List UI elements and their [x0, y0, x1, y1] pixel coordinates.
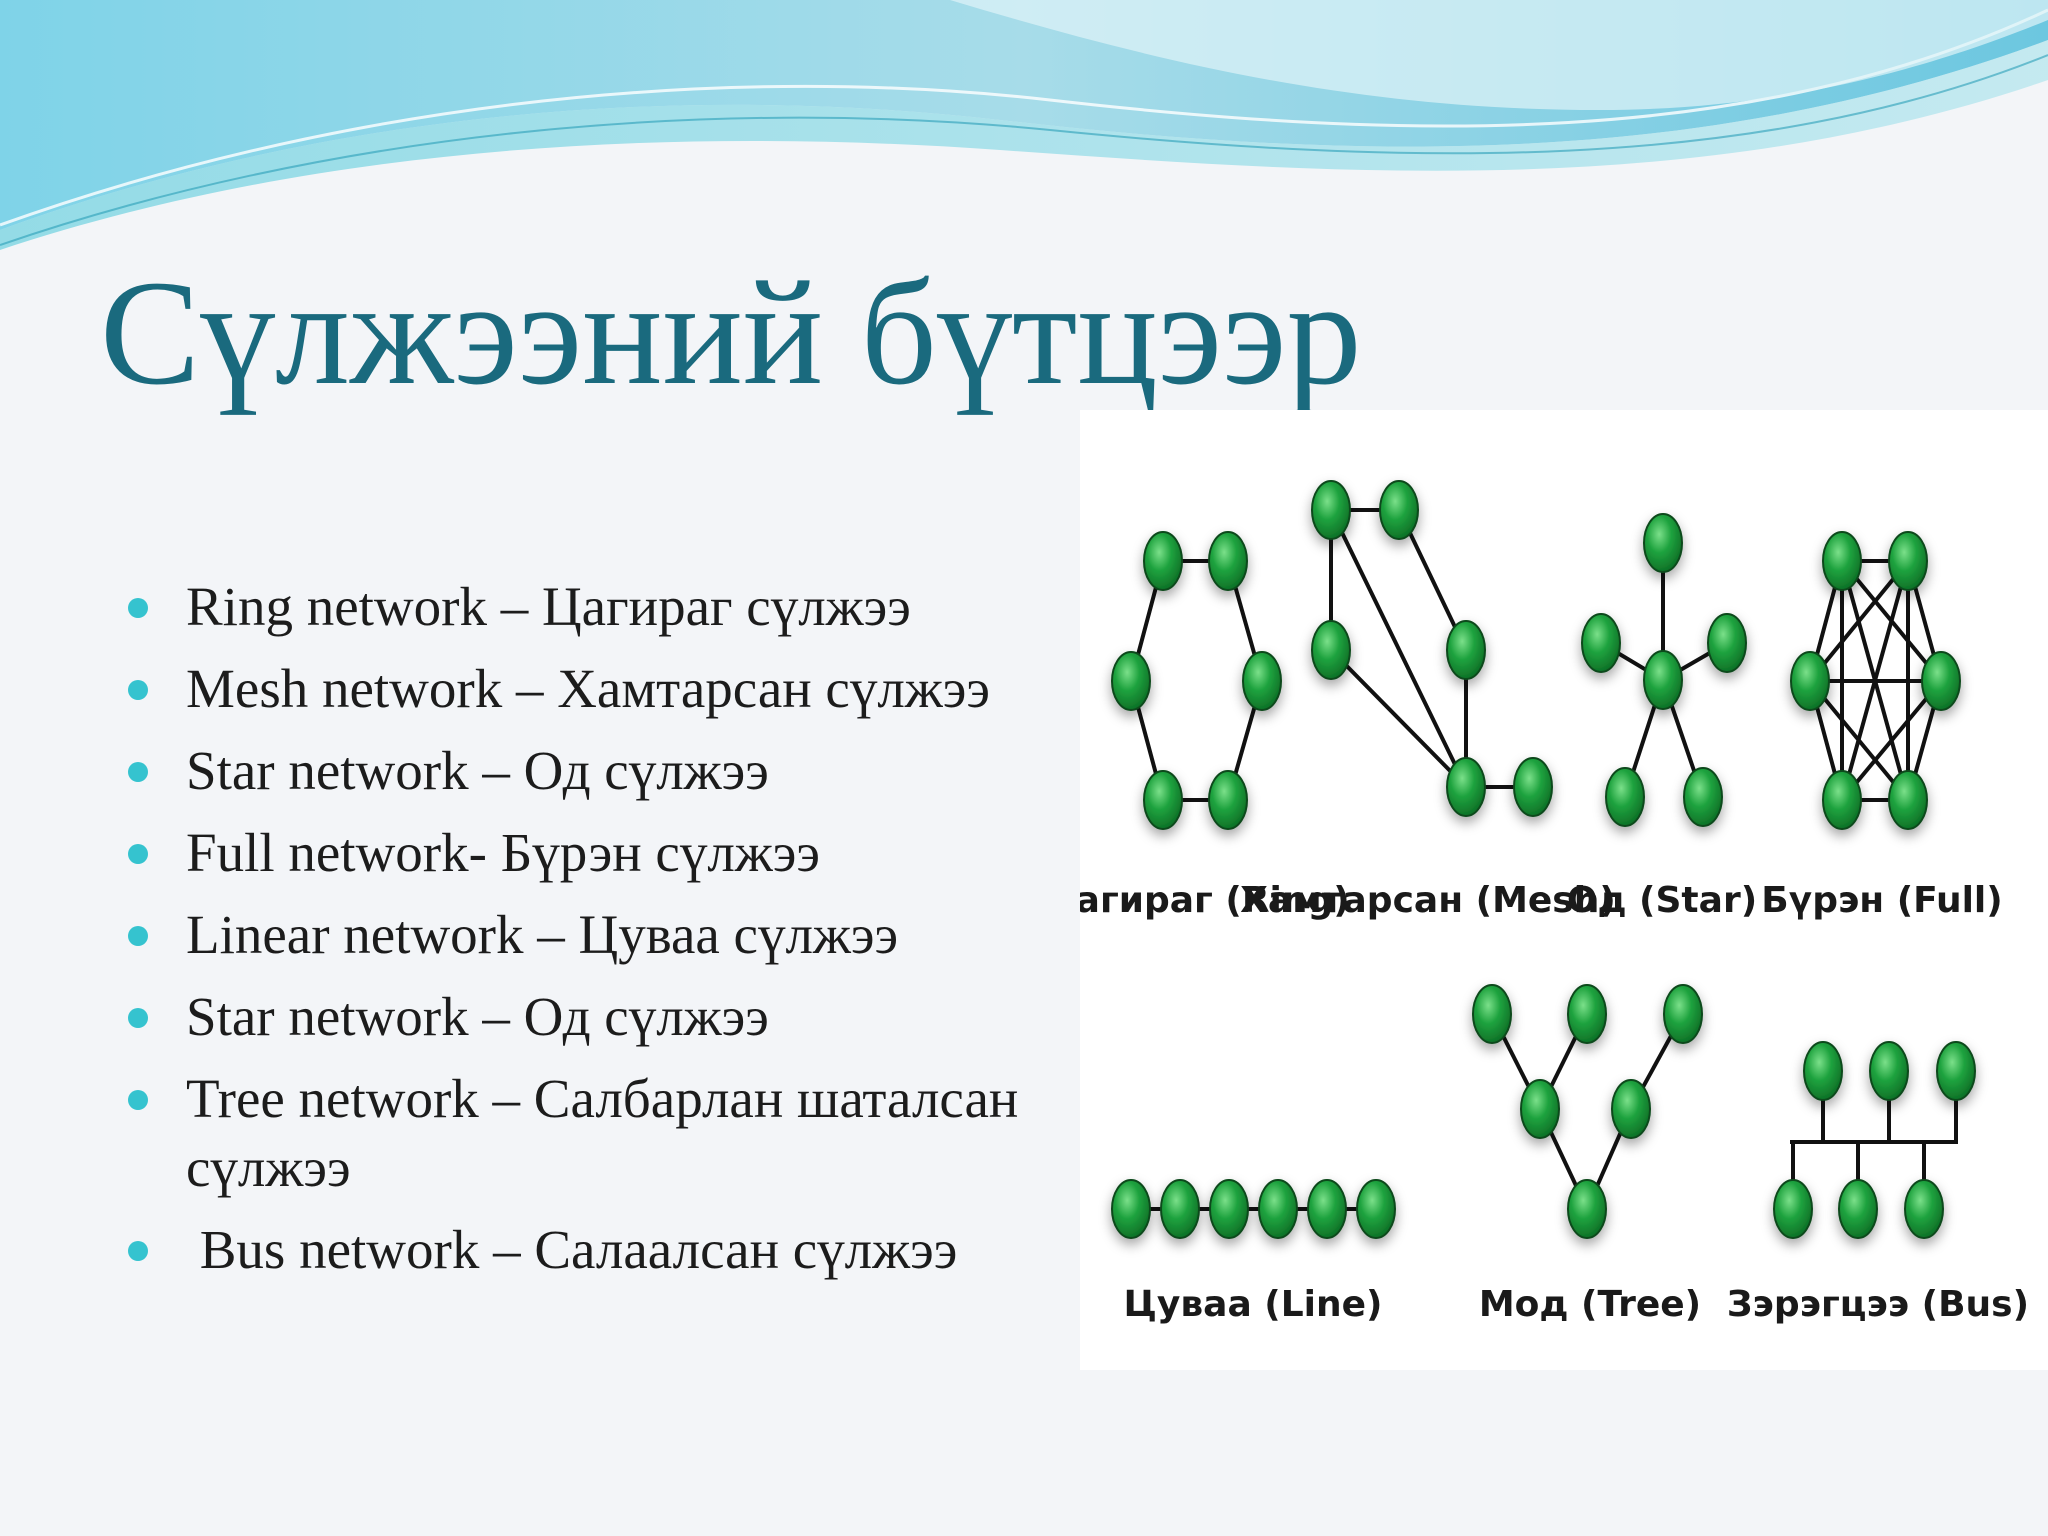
- node-icon: [1707, 613, 1747, 673]
- node-icon: [1869, 1041, 1909, 1101]
- bullet-text: Bus network – Салаалсан сүлжээ: [186, 1219, 958, 1280]
- line-label: Цуваа (Line): [1124, 1284, 1383, 1325]
- node-icon: [1803, 1041, 1843, 1101]
- node-icon: [1242, 651, 1282, 711]
- node-icon: [1611, 1079, 1651, 1139]
- full-label: Бүрэн (Full): [1761, 880, 2002, 921]
- bullet-item: Mesh network – Хамтарсан сүлжээ: [128, 654, 1088, 723]
- node-icon: [1356, 1179, 1396, 1239]
- mesh-label: Хамтарсан (Mesh): [1240, 880, 1616, 921]
- node-icon: [1663, 984, 1703, 1044]
- node-icon: [1643, 513, 1683, 573]
- topology-bullet-list: Ring network – Цагираг сүлжээ Mesh netwo…: [128, 572, 1088, 1297]
- bullet-item: Bus network – Салаалсан сүлжээ: [128, 1215, 1088, 1284]
- node-icon: [1822, 531, 1862, 591]
- bullet-text: Mesh network – Хамтарсан сүлжээ: [186, 658, 990, 719]
- ring-label: Цагираг (Ring): [1080, 880, 1350, 921]
- link-line: [1840, 679, 1943, 802]
- star-nodes: [1581, 513, 1747, 827]
- node-icon: [1904, 1179, 1944, 1239]
- slide-title: Сүлжээний бүтцээр: [100, 250, 1362, 416]
- bullet-dot-icon: [128, 598, 148, 618]
- bullet-item: Linear network – Цуваа сүлжээ: [128, 900, 1088, 969]
- bullet-text: Full network- Бүрэн сүлжээ: [186, 822, 821, 883]
- line-topology-diagram: [1111, 1179, 1396, 1239]
- star-label: Од (Star): [1567, 880, 1757, 921]
- full-topology-diagram: [1790, 531, 1961, 830]
- node-icon: [1143, 770, 1183, 830]
- bullet-item: Star network – Од сүлжээ: [128, 982, 1088, 1051]
- node-icon: [1567, 984, 1607, 1044]
- tree-label: Мод (Tree): [1479, 1284, 1701, 1325]
- bullet-item: Full network- Бүрэн сүлжээ: [128, 818, 1088, 887]
- node-icon: [1446, 620, 1486, 680]
- bullet-item: Ring network – Цагираг сүлжээ: [128, 572, 1088, 641]
- node-icon: [1888, 770, 1928, 830]
- node-icon: [1111, 1179, 1151, 1239]
- node-icon: [1643, 650, 1683, 710]
- bullet-dot-icon: [128, 1008, 148, 1028]
- node-icon: [1111, 651, 1151, 711]
- node-icon: [1567, 1179, 1607, 1239]
- bus-links: [1790, 1100, 1958, 1180]
- node-icon: [1143, 531, 1183, 591]
- link-line: [1329, 648, 1468, 789]
- node-icon: [1683, 767, 1723, 827]
- node-icon: [1307, 1179, 1347, 1239]
- bullet-item: Star network – Од сүлжээ: [128, 736, 1088, 805]
- link-line: [1808, 559, 1910, 683]
- topology-diagram-panel: Цагираг (Ring) Хамтарсан (Mesh) Од (Star…: [1080, 410, 2048, 1370]
- node-icon: [1520, 1079, 1560, 1139]
- node-icon: [1472, 984, 1512, 1044]
- tree-nodes: [1472, 984, 1703, 1239]
- node-icon: [1513, 757, 1553, 817]
- node-icon: [1160, 1179, 1200, 1239]
- bullet-dot-icon: [128, 762, 148, 782]
- node-icon: [1936, 1041, 1976, 1101]
- node-icon: [1822, 770, 1862, 830]
- node-icon: [1921, 651, 1961, 711]
- bullet-text: Star network – Од сүлжээ: [186, 986, 769, 1047]
- wave-header-decoration: [0, 0, 2048, 250]
- node-icon: [1208, 531, 1248, 591]
- line-nodes: [1111, 1179, 1396, 1239]
- star-topology-diagram: [1581, 513, 1747, 827]
- ring-topology-diagram: [1111, 531, 1282, 830]
- bus-label: Зэрэгцээ (Bus): [1727, 1284, 2029, 1325]
- node-icon: [1773, 1179, 1813, 1239]
- bullet-item: Tree network – Салбарлан шаталсан сүлжээ: [128, 1064, 1088, 1202]
- full-nodes: [1790, 531, 1961, 830]
- node-icon: [1208, 770, 1248, 830]
- node-icon: [1888, 531, 1928, 591]
- node-icon: [1311, 480, 1351, 540]
- bullet-dot-icon: [128, 844, 148, 864]
- mesh-nodes: [1311, 480, 1553, 817]
- bullet-dot-icon: [128, 1090, 148, 1110]
- node-icon: [1446, 757, 1486, 817]
- bullet-text: Linear network – Цуваа сүлжээ: [186, 904, 899, 965]
- node-icon: [1790, 651, 1830, 711]
- node-icon: [1581, 613, 1621, 673]
- node-icon: [1258, 1179, 1298, 1239]
- bus-nodes: [1773, 1041, 1976, 1239]
- bullet-dot-icon: [128, 680, 148, 700]
- node-icon: [1311, 620, 1351, 680]
- bullet-dot-icon: [128, 926, 148, 946]
- bullet-text: Tree network – Салбарлан шаталсан сүлжээ: [186, 1068, 1019, 1198]
- bus-topology-diagram: [1773, 1041, 1976, 1239]
- node-icon: [1379, 480, 1419, 540]
- node-icon: [1209, 1179, 1249, 1239]
- tree-topology-diagram: [1472, 984, 1703, 1239]
- node-icon: [1605, 767, 1645, 827]
- mesh-topology-diagram: [1311, 480, 1553, 817]
- bullet-text: Star network – Од сүлжээ: [186, 740, 769, 801]
- node-icon: [1838, 1179, 1878, 1239]
- link-line: [1329, 509, 1468, 788]
- bullet-dot-icon: [128, 1241, 148, 1261]
- link-line: [1808, 679, 1910, 802]
- ring-nodes: [1111, 531, 1282, 830]
- bullet-text: Ring network – Цагираг сүлжээ: [186, 576, 911, 637]
